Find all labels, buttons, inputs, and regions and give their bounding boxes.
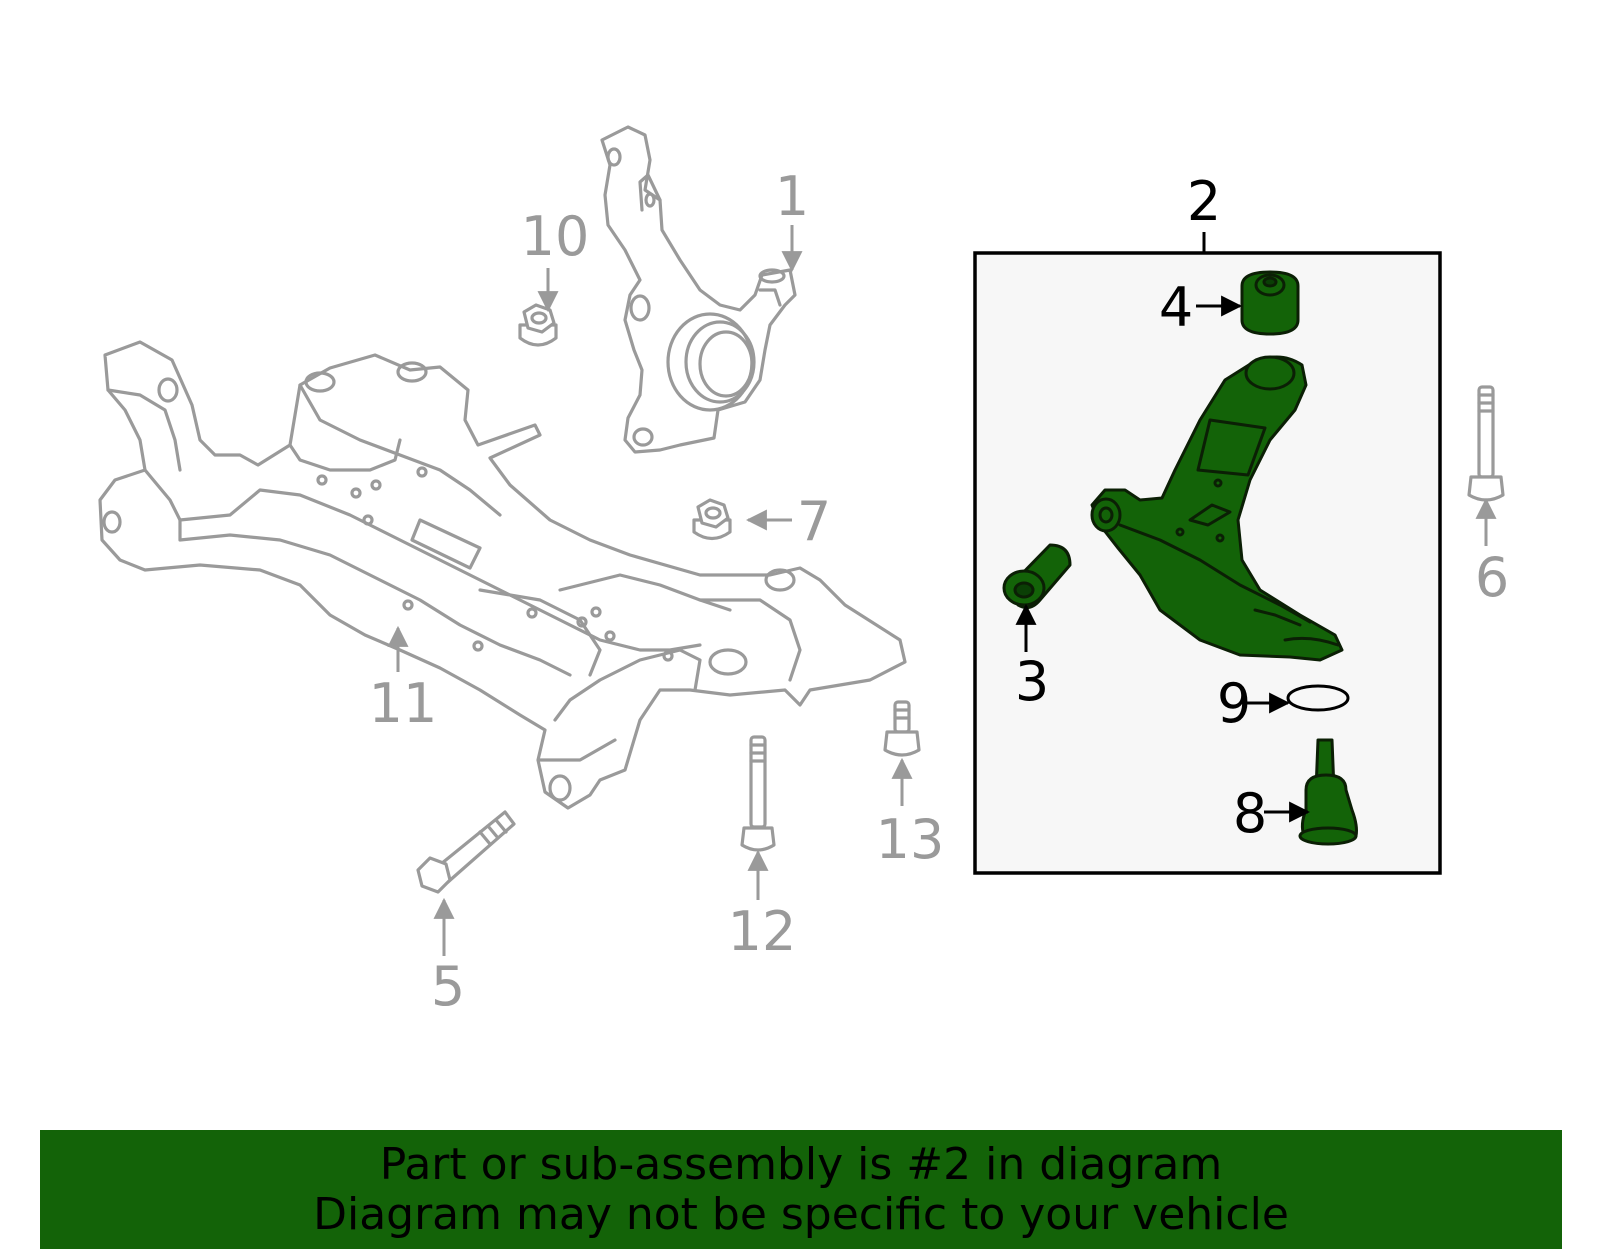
callout-10: 10 [521, 205, 590, 268]
steering-knuckle [600, 125, 797, 454]
crossmember-subframe [98, 340, 907, 810]
callout-7: 7 [797, 490, 831, 553]
banner-line-1: Part or sub-assembly is #2 in diagram [379, 1138, 1223, 1190]
bolt-13 [883, 700, 921, 757]
flange-nut-7 [692, 498, 732, 541]
bushing-4 [1240, 270, 1300, 336]
lower-control-arm [1090, 355, 1344, 662]
info-banner: Part or sub-assembly is #2 in diagram Di… [40, 1130, 1562, 1249]
callout-1: 1 [775, 165, 809, 228]
callout-8: 8 [1233, 782, 1267, 845]
bolt-5 [416, 810, 516, 894]
ball-joint-8 [1298, 738, 1358, 846]
banner-line-2: Diagram may not be specific to your vehi… [313, 1188, 1289, 1240]
callout-9: 9 [1217, 672, 1251, 735]
callout-4: 4 [1159, 276, 1193, 339]
callout-arrows [387, 225, 1497, 956]
callout-3: 3 [1015, 650, 1049, 713]
bolt-12 [740, 735, 776, 852]
callout-5: 5 [431, 955, 465, 1018]
callout-2: 2 [1187, 170, 1221, 233]
callout-11: 11 [369, 672, 438, 735]
bolt-6 [1467, 385, 1505, 502]
flange-nut-10 [518, 303, 558, 347]
callout-6: 6 [1475, 546, 1509, 609]
callout-13: 13 [876, 808, 945, 871]
callout-12: 12 [728, 900, 797, 963]
